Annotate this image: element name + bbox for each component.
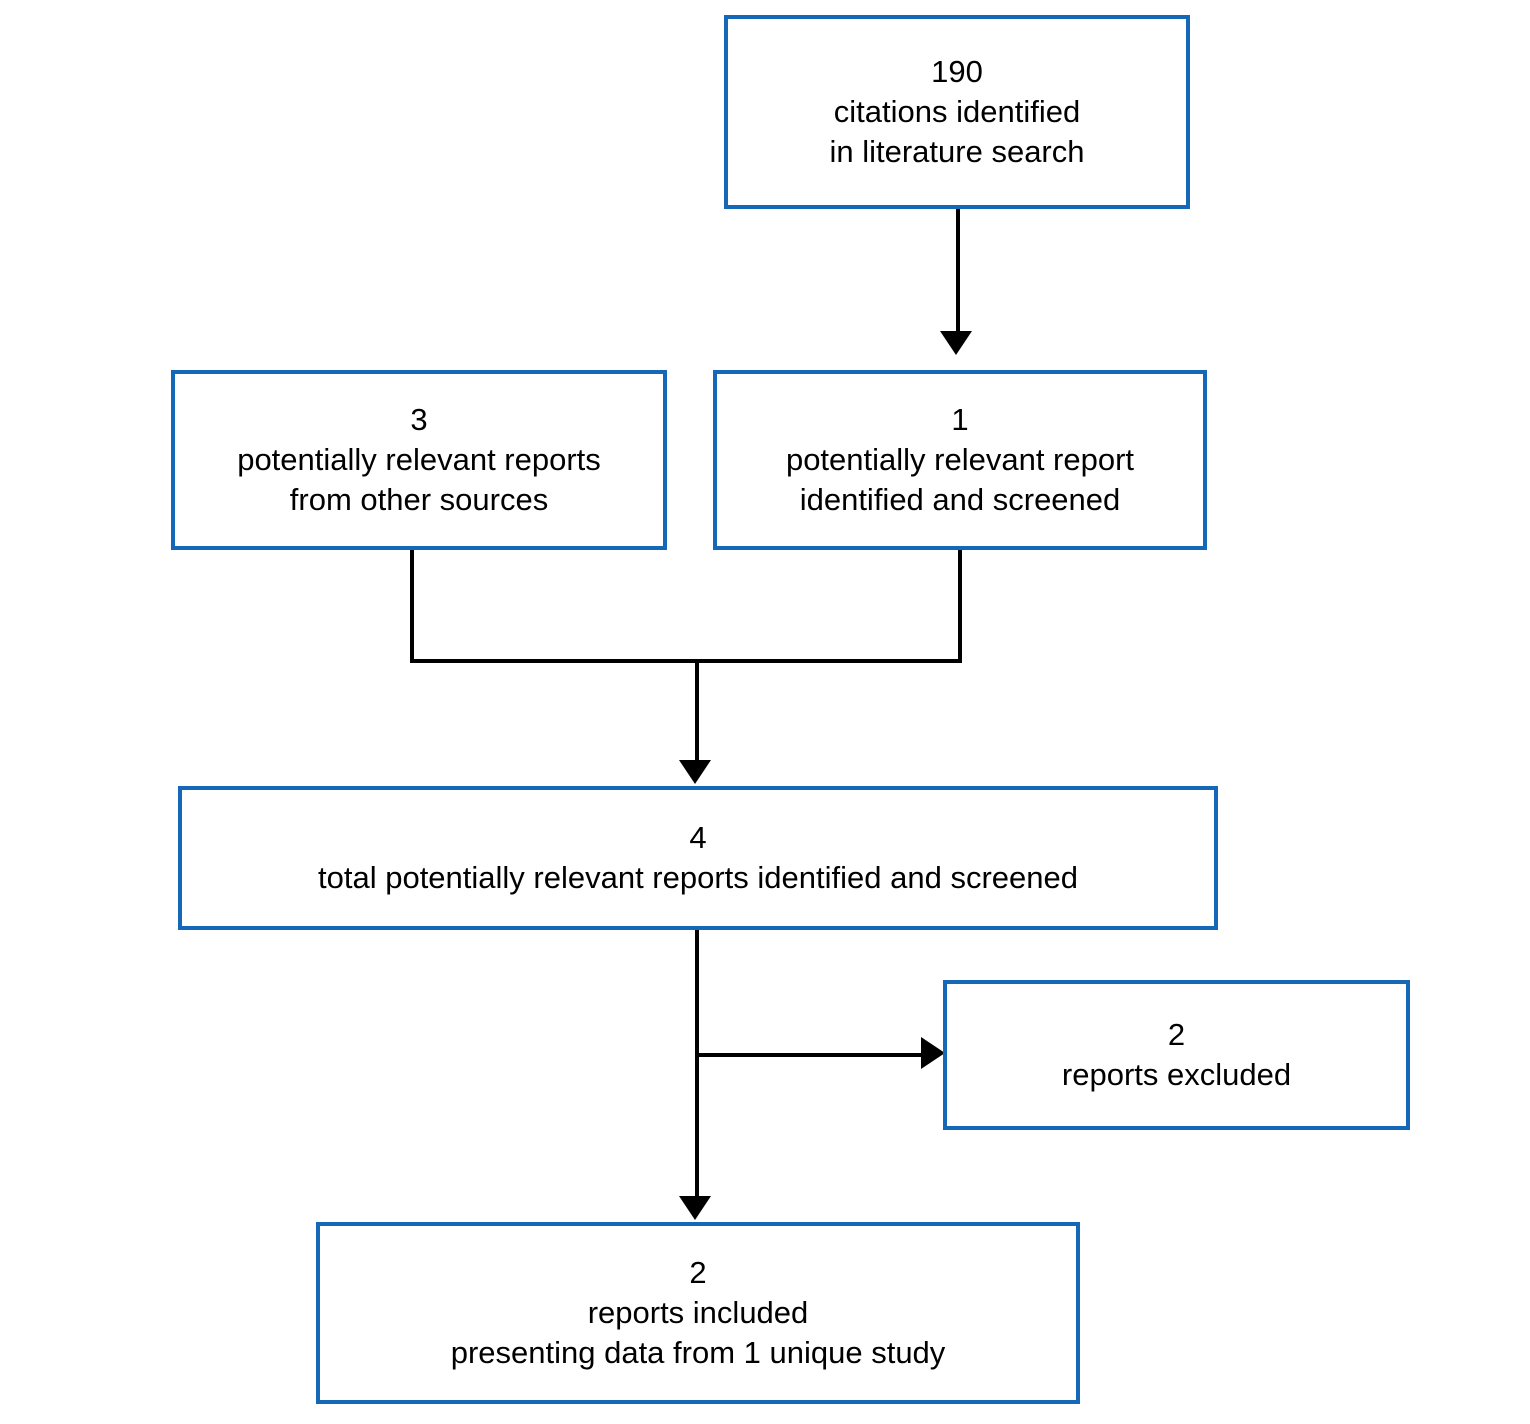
box-citations-identified-line-1: citations identified (833, 93, 1081, 129)
box-report-screened: 1 potentially relevant report identified… (713, 370, 1207, 550)
connector-branch-to-excluded (695, 1053, 923, 1057)
box-total-relevant-reports-count: 4 (689, 819, 707, 855)
connector-other-sources-dropline (410, 550, 414, 663)
connector-total-spine (695, 930, 699, 1208)
connector-merge-to-total (695, 659, 699, 762)
connector-screened-dropline (958, 550, 962, 663)
box-report-screened-count: 1 (951, 401, 969, 437)
box-total-relevant-reports-line-1: total potentially relevant reports ident… (318, 860, 1078, 895)
box-citations-identified-count: 190 (931, 53, 983, 89)
box-reports-excluded-line-1: reports excluded (1061, 1057, 1292, 1092)
box-total-relevant-reports: 4 total potentially relevant reports ide… (178, 786, 1218, 930)
box-other-sources-line-1: potentially relevant reports (237, 441, 601, 477)
box-other-sources: 3 potentially relevant reports from othe… (171, 370, 667, 550)
box-reports-included-line-1: reports included (587, 1294, 809, 1330)
box-other-sources-line-2: from other sources (289, 482, 549, 518)
box-reports-excluded-count: 2 (1167, 1016, 1186, 1052)
box-reports-included-line-2: presenting data from 1 unique study (450, 1335, 946, 1371)
arrowhead-branch-to-excluded (921, 1037, 945, 1069)
box-reports-included-count: 2 (689, 1254, 707, 1290)
box-reports-included: 2 reports included presenting data from … (316, 1222, 1080, 1404)
connector-identified-to-screened (956, 209, 960, 333)
connector-merge-bar (410, 659, 962, 663)
box-other-sources-count: 3 (410, 401, 428, 437)
arrowhead-merge-to-total (679, 760, 711, 784)
box-citations-identified-line-2: in literature search (829, 134, 1085, 170)
box-citations-identified: 190 citations identified in literature s… (724, 15, 1190, 209)
arrowhead-spine-to-included (679, 1196, 711, 1220)
box-reports-excluded: 2 reports excluded (943, 980, 1410, 1130)
box-report-screened-line-1: potentially relevant report (785, 441, 1135, 477)
box-report-screened-line-2: identified and screened (799, 482, 1121, 518)
arrowhead-identified-to-screened (940, 331, 972, 355)
